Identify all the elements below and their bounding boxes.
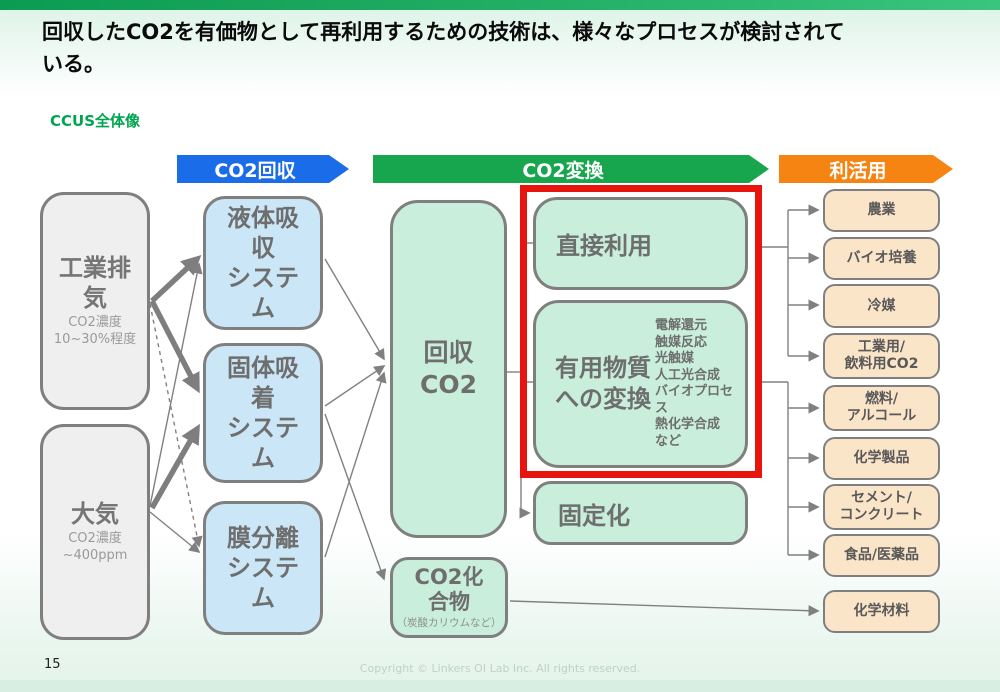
- section-label: CCUS全体像: [50, 112, 141, 130]
- slide-title: 回収したCO2を有価物として再利用するための技術は、様々なプロセスが検討されて …: [42, 20, 845, 76]
- conversion-process-list: 電解還元 触媒反応 光触媒 人工光合成 バイオプロセス 熱化学合成 など: [655, 318, 739, 450]
- capture-box-membrane-separation: 膜分離 システム: [203, 501, 323, 635]
- copyright-text: Copyright © Linkers OI Lab Inc. All righ…: [359, 662, 641, 675]
- fixation-label: 固定化: [558, 501, 630, 530]
- application-box-chemical-materials: 化学材料: [823, 590, 940, 633]
- co2-to-conversion-connectors: [507, 242, 533, 519]
- capture-box-liquid-absorption: 液体吸収 システム: [203, 196, 323, 330]
- source-box-industrial-exhaust: 工業排気 CO2濃度 10~30%程度: [40, 192, 150, 410]
- application-box-industrial-beverage-co2: 工業用/ 飲料用CO2: [823, 333, 940, 379]
- useful-material-conversion-label: 有用物質 への変換: [555, 353, 651, 413]
- capture-box-solid-adsorption: 固体吸着 システム: [203, 343, 323, 483]
- capture-to-co2-arrows: [324, 258, 387, 581]
- source-title: 工業排気: [59, 254, 131, 313]
- stage-arrow-utilization: 利活用: [779, 155, 953, 183]
- direct-use-label: 直接利用: [556, 232, 652, 260]
- co2-compound-box: CO2化 合物 （炭酸カリウムなど）: [390, 557, 508, 638]
- conversion-process-item: 電解還元: [655, 318, 708, 333]
- co2-compound-note: （炭酸カリウムなど）: [396, 616, 502, 629]
- top-accent-bar: [0, 0, 1000, 10]
- stage-arrow-label: CO2変換: [522, 159, 604, 182]
- bottom-accent-strip: [0, 680, 1000, 692]
- source-box-atmosphere: 大気 CO2濃度 ~400ppm: [40, 424, 150, 640]
- stage-arrow-label: 利活用: [829, 159, 887, 182]
- conversion-process-item: バイオプロセス: [655, 384, 734, 416]
- direct-use-box: 直接利用: [533, 197, 748, 290]
- application-box-chemical-products: 化学製品: [823, 437, 940, 480]
- conversion-process-item: 触媒反応: [655, 334, 708, 350]
- stage-arrow-co2-conversion: CO2変換: [373, 155, 769, 183]
- application-box-food-pharma: 食品/医薬品: [823, 534, 940, 577]
- conversion-process-item: 人工光合成: [655, 367, 721, 383]
- fixation-box: 固定化: [533, 481, 748, 545]
- page-number: 15: [44, 657, 61, 672]
- header-background: [0, 10, 1000, 96]
- conversion-process-item: 光触媒: [655, 351, 695, 366]
- source-title: 大気: [71, 500, 119, 529]
- co2-compound-title: CO2化 合物: [414, 565, 484, 614]
- source-note: CO2濃度 10~30%程度: [53, 315, 137, 347]
- conversion-process-item: 熱化学合成: [655, 417, 721, 432]
- useful-material-conversion-box: 有用物質 への変換 電解還元 触媒反応 光触媒 人工光合成 バイオプロセス 熱化…: [533, 300, 748, 468]
- stage-arrow-label: CO2回収: [214, 159, 296, 182]
- application-box-refrigerant: 冷媒: [823, 284, 940, 328]
- application-box-fuel-alcohol: 燃料/ アルコール: [823, 385, 940, 431]
- captured-co2-box: 回収 CO2: [390, 200, 507, 538]
- application-box-cement-concrete: セメント/ コンクリート: [823, 484, 940, 530]
- conversion-process-item: など: [655, 433, 682, 449]
- source-to-capture-arrows: [149, 254, 203, 554]
- source-note: CO2濃度 ~400ppm: [62, 531, 128, 563]
- application-box-agriculture: 農業: [823, 189, 940, 232]
- application-box-bio-culture: バイオ培養: [823, 237, 940, 280]
- stage-arrow-co2-capture: CO2回収: [177, 155, 349, 183]
